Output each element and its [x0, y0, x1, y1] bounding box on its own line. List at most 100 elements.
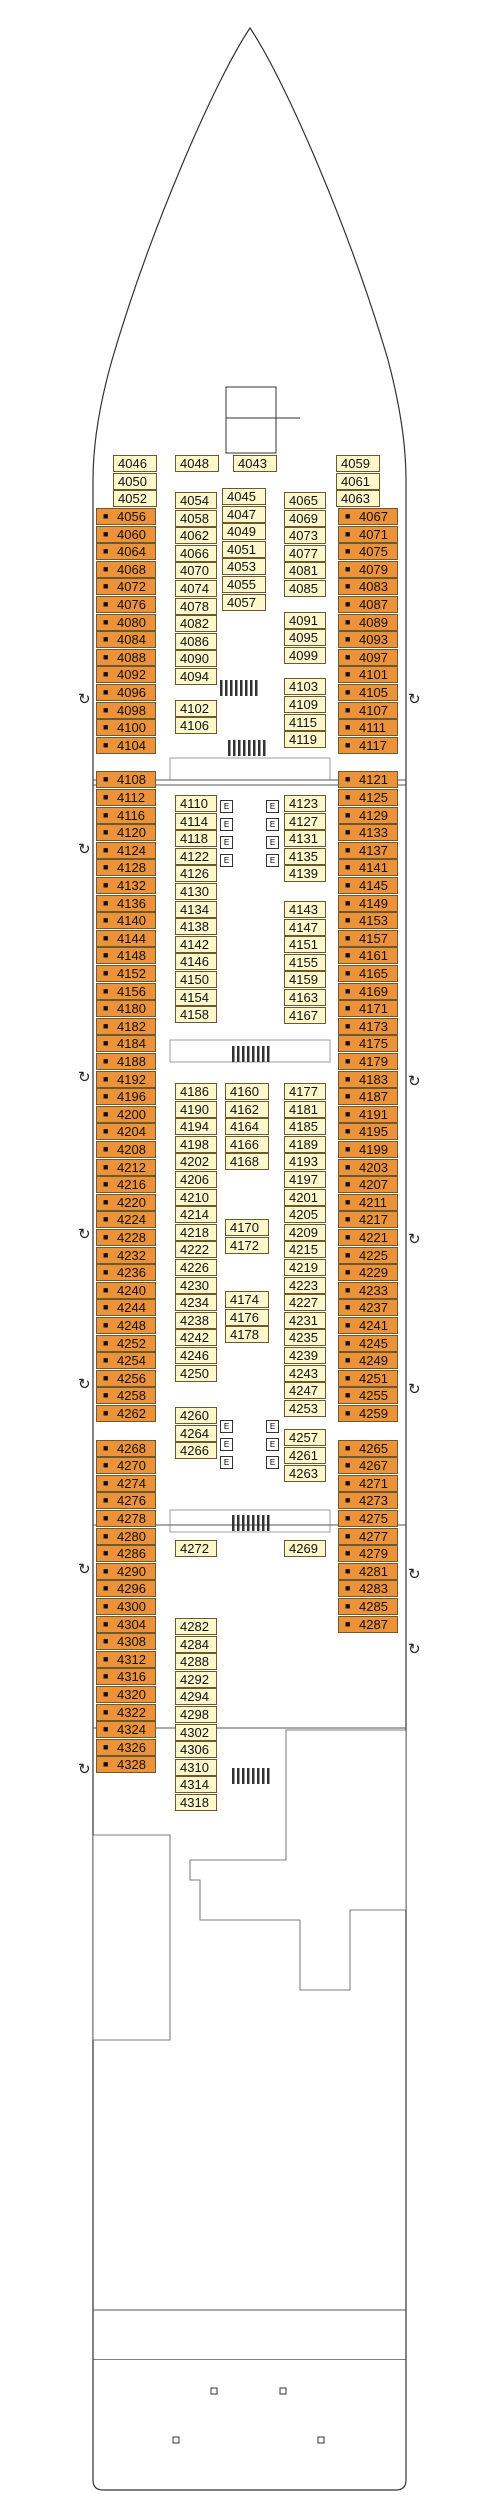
cabin-4165[interactable]: ■4165	[338, 965, 398, 982]
cabin-4181[interactable]: 4181	[284, 1100, 326, 1118]
cabin-4178[interactable]: 4178	[225, 1326, 269, 1344]
cabin-4053[interactable]: 4053	[222, 558, 266, 576]
cabin-4159[interactable]: 4159	[284, 971, 326, 989]
cabin-4177[interactable]: 4177	[284, 1083, 326, 1100]
cabin-4237[interactable]: ■4237	[338, 1299, 398, 1317]
cabin-4290[interactable]: ■4290	[96, 1562, 156, 1580]
cabin-4318[interactable]: 4318	[175, 1794, 217, 1811]
cabin-4180[interactable]: ■4180	[96, 1000, 156, 1018]
cabin-4107[interactable]: ■4107	[338, 701, 398, 719]
cabin-4227[interactable]: 4227	[284, 1294, 326, 1312]
cabin-4098[interactable]: ■4098	[96, 701, 156, 719]
cabin-4091[interactable]: 4091	[284, 611, 326, 629]
cabin-4221[interactable]: ■4221	[338, 1229, 398, 1246]
cabin-4061[interactable]: 4061	[336, 472, 380, 490]
cabin-4161[interactable]: ■4161	[338, 947, 398, 965]
cabin-4055[interactable]: 4055	[222, 576, 266, 593]
cabin-4054[interactable]: 4054	[175, 492, 217, 509]
cabin-4066[interactable]: 4066	[175, 544, 217, 562]
cabin-4232[interactable]: ■4232	[96, 1246, 156, 1264]
cabin-4258[interactable]: ■4258	[96, 1387, 156, 1405]
cabin-4249[interactable]: ■4249	[338, 1352, 398, 1370]
cabin-4109[interactable]: 4109	[284, 696, 326, 713]
cabin-4324[interactable]: ■4324	[96, 1721, 156, 1739]
cabin-4267[interactable]: ■4267	[338, 1457, 398, 1475]
cabin-4175[interactable]: ■4175	[338, 1035, 398, 1053]
cabin-4169[interactable]: ■4169	[338, 982, 398, 1000]
cabin-4123[interactable]: 4123	[284, 795, 326, 812]
cabin-4116[interactable]: ■4116	[96, 806, 156, 824]
cabin-4101[interactable]: ■4101	[338, 666, 398, 684]
cabin-4292[interactable]: 4292	[175, 1670, 217, 1688]
cabin-4215[interactable]: 4215	[284, 1241, 326, 1259]
cabin-4257[interactable]: 4257	[284, 1429, 326, 1447]
cabin-4104[interactable]: ■4104	[96, 736, 156, 754]
cabin-4071[interactable]: ■4071	[338, 525, 398, 543]
cabin-4086[interactable]: 4086	[175, 632, 217, 650]
cabin-4108[interactable]: ■4108	[96, 771, 156, 789]
cabin-4245[interactable]: ■4245	[338, 1334, 398, 1352]
cabin-4244[interactable]: ■4244	[96, 1299, 156, 1317]
cabin-4298[interactable]: 4298	[175, 1706, 217, 1723]
cabin-4046[interactable]: 4046	[113, 455, 157, 472]
cabin-4268[interactable]: ■4268	[96, 1439, 156, 1457]
cabin-4106[interactable]: 4106	[175, 717, 217, 735]
cabin-4287[interactable]: ■4287	[338, 1615, 398, 1633]
cabin-4124[interactable]: ■4124	[96, 841, 156, 859]
cabin-4192[interactable]: ■4192	[96, 1070, 156, 1088]
cabin-4089[interactable]: ■4089	[338, 613, 398, 631]
cabin-4272[interactable]: 4272	[175, 1540, 217, 1557]
cabin-4173[interactable]: ■4173	[338, 1017, 398, 1035]
cabin-4216[interactable]: ■4216	[96, 1176, 156, 1194]
cabin-4220[interactable]: ■4220	[96, 1193, 156, 1211]
cabin-4308[interactable]: ■4308	[96, 1633, 156, 1651]
cabin-4114[interactable]: 4114	[175, 812, 217, 830]
cabin-4056[interactable]: ■4056	[96, 508, 156, 525]
cabin-4118[interactable]: 4118	[175, 830, 217, 848]
cabin-4163[interactable]: 4163	[284, 989, 326, 1006]
cabin-4241[interactable]: ■4241	[338, 1317, 398, 1334]
cabin-4320[interactable]: ■4320	[96, 1686, 156, 1703]
cabin-4310[interactable]: 4310	[175, 1758, 217, 1776]
cabin-4171[interactable]: ■4171	[338, 1000, 398, 1018]
cabin-4225[interactable]: ■4225	[338, 1246, 398, 1264]
cabin-4067[interactable]: ■4067	[338, 508, 398, 525]
cabin-4129[interactable]: ■4129	[338, 806, 398, 824]
cabin-4184[interactable]: ■4184	[96, 1035, 156, 1053]
cabin-4214[interactable]: 4214	[175, 1206, 217, 1224]
cabin-4218[interactable]: 4218	[175, 1223, 217, 1241]
cabin-4314[interactable]: 4314	[175, 1776, 217, 1794]
cabin-4281[interactable]: ■4281	[338, 1562, 398, 1580]
cabin-4063[interactable]: 4063	[336, 490, 380, 508]
cabin-4157[interactable]: ■4157	[338, 929, 398, 947]
cabin-4322[interactable]: ■4322	[96, 1703, 156, 1721]
cabin-4168[interactable]: 4168	[225, 1153, 269, 1171]
cabin-4143[interactable]: 4143	[284, 901, 326, 918]
cabin-4047[interactable]: 4047	[222, 505, 266, 523]
cabin-4222[interactable]: 4222	[175, 1241, 217, 1259]
cabin-4183[interactable]: ■4183	[338, 1070, 398, 1088]
cabin-4231[interactable]: 4231	[284, 1311, 326, 1329]
cabin-4229[interactable]: ■4229	[338, 1264, 398, 1282]
cabin-4136[interactable]: ■4136	[96, 894, 156, 912]
cabin-4277[interactable]: ■4277	[338, 1527, 398, 1545]
cabin-4102[interactable]: 4102	[175, 699, 217, 717]
cabin-4072[interactable]: ■4072	[96, 578, 156, 596]
cabin-4294[interactable]: 4294	[175, 1688, 217, 1706]
cabin-4138[interactable]: 4138	[175, 918, 217, 936]
cabin-4120[interactable]: ■4120	[96, 824, 156, 842]
cabin-4155[interactable]: 4155	[284, 953, 326, 971]
cabin-4045[interactable]: 4045	[222, 488, 266, 505]
cabin-4144[interactable]: ■4144	[96, 929, 156, 947]
cabin-4073[interactable]: 4073	[284, 527, 326, 545]
cabin-4110[interactable]: 4110	[175, 795, 217, 812]
cabin-4284[interactable]: 4284	[175, 1635, 217, 1653]
cabin-4131[interactable]: 4131	[284, 830, 326, 848]
cabin-4081[interactable]: 4081	[284, 562, 326, 580]
cabin-4126[interactable]: 4126	[175, 865, 217, 883]
cabin-4252[interactable]: ■4252	[96, 1334, 156, 1352]
cabin-4069[interactable]: 4069	[284, 509, 326, 527]
cabin-4092[interactable]: ■4092	[96, 666, 156, 684]
cabin-4048[interactable]: 4048	[175, 455, 219, 472]
cabin-4122[interactable]: 4122	[175, 847, 217, 865]
